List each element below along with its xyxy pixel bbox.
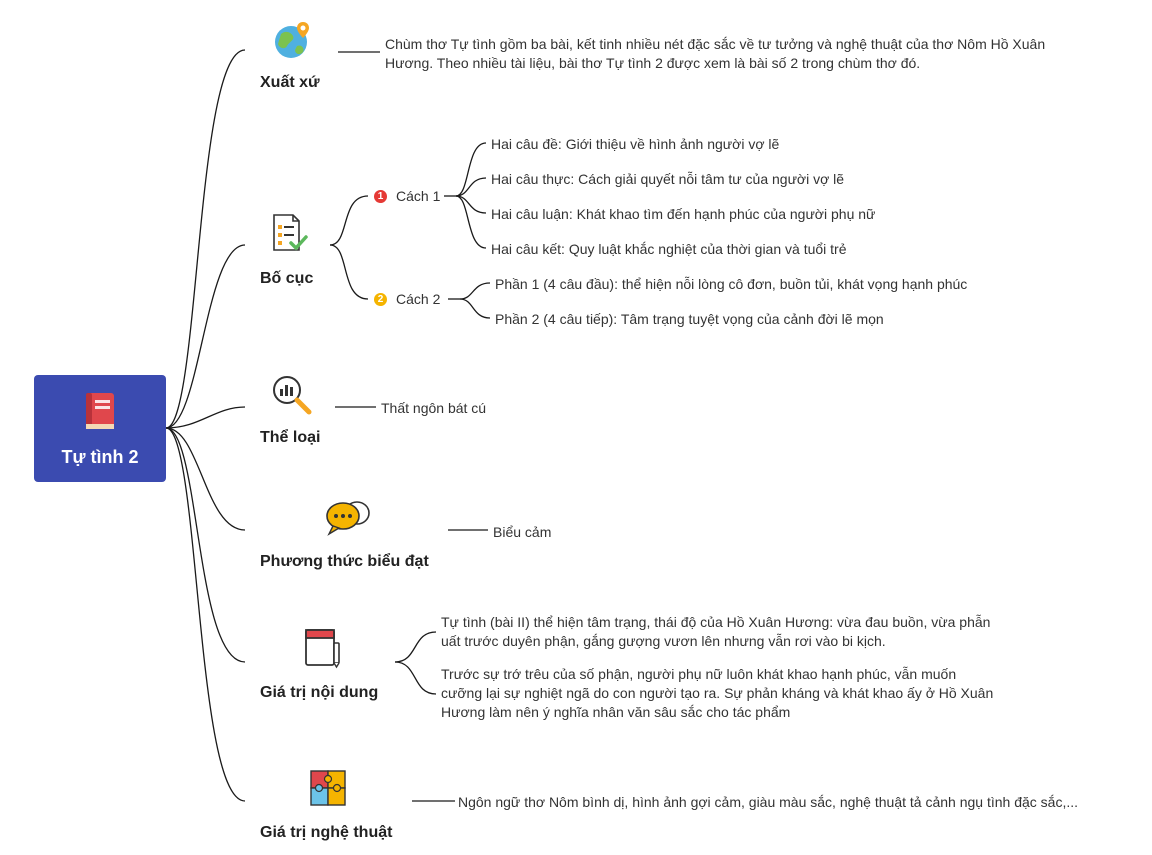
root-node[interactable]: Tự tình 2 [34, 375, 166, 482]
chat-bubbles-icon [325, 498, 371, 541]
globe-location-icon [273, 20, 313, 65]
way1-item-4: Hai câu kết: Quy luật khắc nghiệt của th… [491, 241, 847, 257]
connector-way1 [329, 195, 369, 246]
content-paragraph-2: Trước sự trớ trêu của số phận, người phụ… [441, 666, 994, 720]
way1-item-1: Hai câu đề: Giới thiệu về hình ảnh người… [491, 136, 780, 152]
way2-item-2: Phần 2 (4 câu tiếp): Tâm trạng tuyệt vọn… [495, 311, 884, 327]
connector-way2 [329, 244, 369, 300]
way1-badge: 1 [374, 190, 387, 203]
connector-genre [165, 406, 246, 429]
connector-way1-item4 [455, 195, 487, 249]
connector-expression [165, 427, 246, 531]
expression-text: Biểu cảm [493, 524, 552, 540]
connector-content-p1 [394, 631, 437, 663]
way2-badge: 2 [374, 293, 387, 306]
branch-art-label[interactable]: Giá trị nghệ thuật [260, 824, 393, 841]
branch-genre-label[interactable]: Thể loại [260, 429, 321, 446]
book-icon [84, 391, 116, 436]
connector-way1-item2 [455, 177, 487, 197]
root-title: Tự tình 2 [61, 447, 139, 467]
connector-origin [165, 49, 246, 429]
branch-origin-label[interactable]: Xuất xứ [260, 74, 320, 91]
branch-expression-label[interactable]: Phương thức biểu đạt [260, 553, 429, 570]
puzzle-icon [309, 769, 349, 814]
magnifier-chart-icon [271, 374, 313, 421]
way1-label[interactable]: Cách 1 [396, 188, 441, 204]
connector-art [165, 427, 246, 802]
connector-content [165, 427, 246, 663]
content-paragraph-1: Tự tình (bài II) thể hiện tâm trạng, thá… [441, 614, 991, 649]
checklist-document-icon [271, 212, 309, 259]
origin-text: Chùm thơ Tự tình gồm ba bài, kết tinh nh… [385, 36, 1046, 71]
art-text: Ngôn ngữ thơ Nôm bình dị, hình ảnh gợi c… [458, 794, 1078, 810]
connector-way2-item2 [459, 298, 491, 319]
genre-text: Thất ngôn bát cú [381, 400, 487, 416]
branch-structure-label[interactable]: Bố cục [260, 270, 314, 287]
connector-structure [165, 244, 246, 429]
connector-content-p2 [394, 661, 437, 695]
branch-content-label[interactable]: Giá trị nội dung [260, 684, 379, 701]
connector-way1-item1 [455, 142, 487, 197]
way2-label[interactable]: Cách 2 [396, 291, 441, 307]
connector-way2-item1 [459, 282, 491, 300]
way1-item-2: Hai câu thực: Cách giải quyết nỗi tâm tư… [491, 171, 845, 187]
notebook-icon [303, 627, 343, 674]
way2-item-1: Phần 1 (4 câu đầu): thể hiện nỗi lòng cô… [495, 276, 968, 292]
way1-item-3: Hai câu luận: Khát khao tìm đến hạnh phú… [491, 206, 876, 222]
